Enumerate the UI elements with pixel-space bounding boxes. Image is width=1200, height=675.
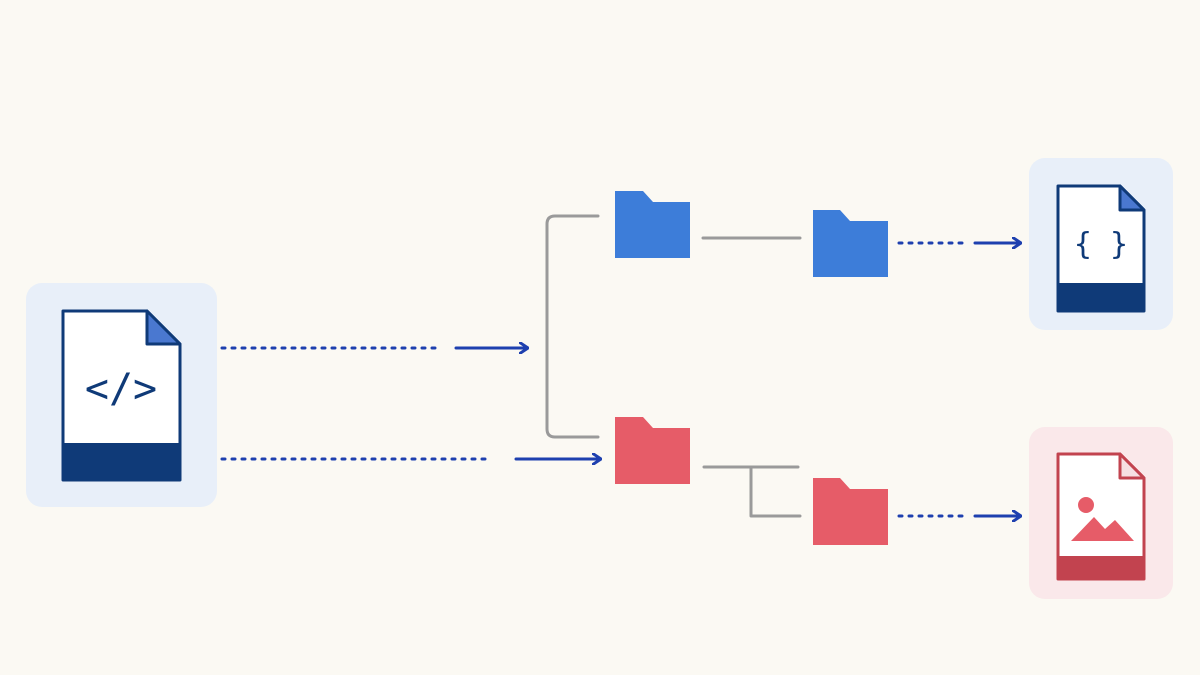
mountain-icon <box>1071 517 1134 541</box>
sun-icon <box>1078 497 1094 513</box>
json-file-icon: { } <box>1056 184 1146 313</box>
blue-subfolder-icon <box>813 210 888 277</box>
json-braces-glyph: { } <box>1074 227 1128 262</box>
image-file-icon <box>1056 452 1146 581</box>
blue-folder-icon <box>615 191 690 258</box>
code-file-icon: </> <box>61 309 182 482</box>
code-glyph: </> <box>85 366 157 412</box>
red-subfolder-icon <box>813 478 888 545</box>
red-folder-icon <box>615 417 690 484</box>
red-branch-line <box>702 465 802 518</box>
tree-bracket <box>545 214 600 439</box>
